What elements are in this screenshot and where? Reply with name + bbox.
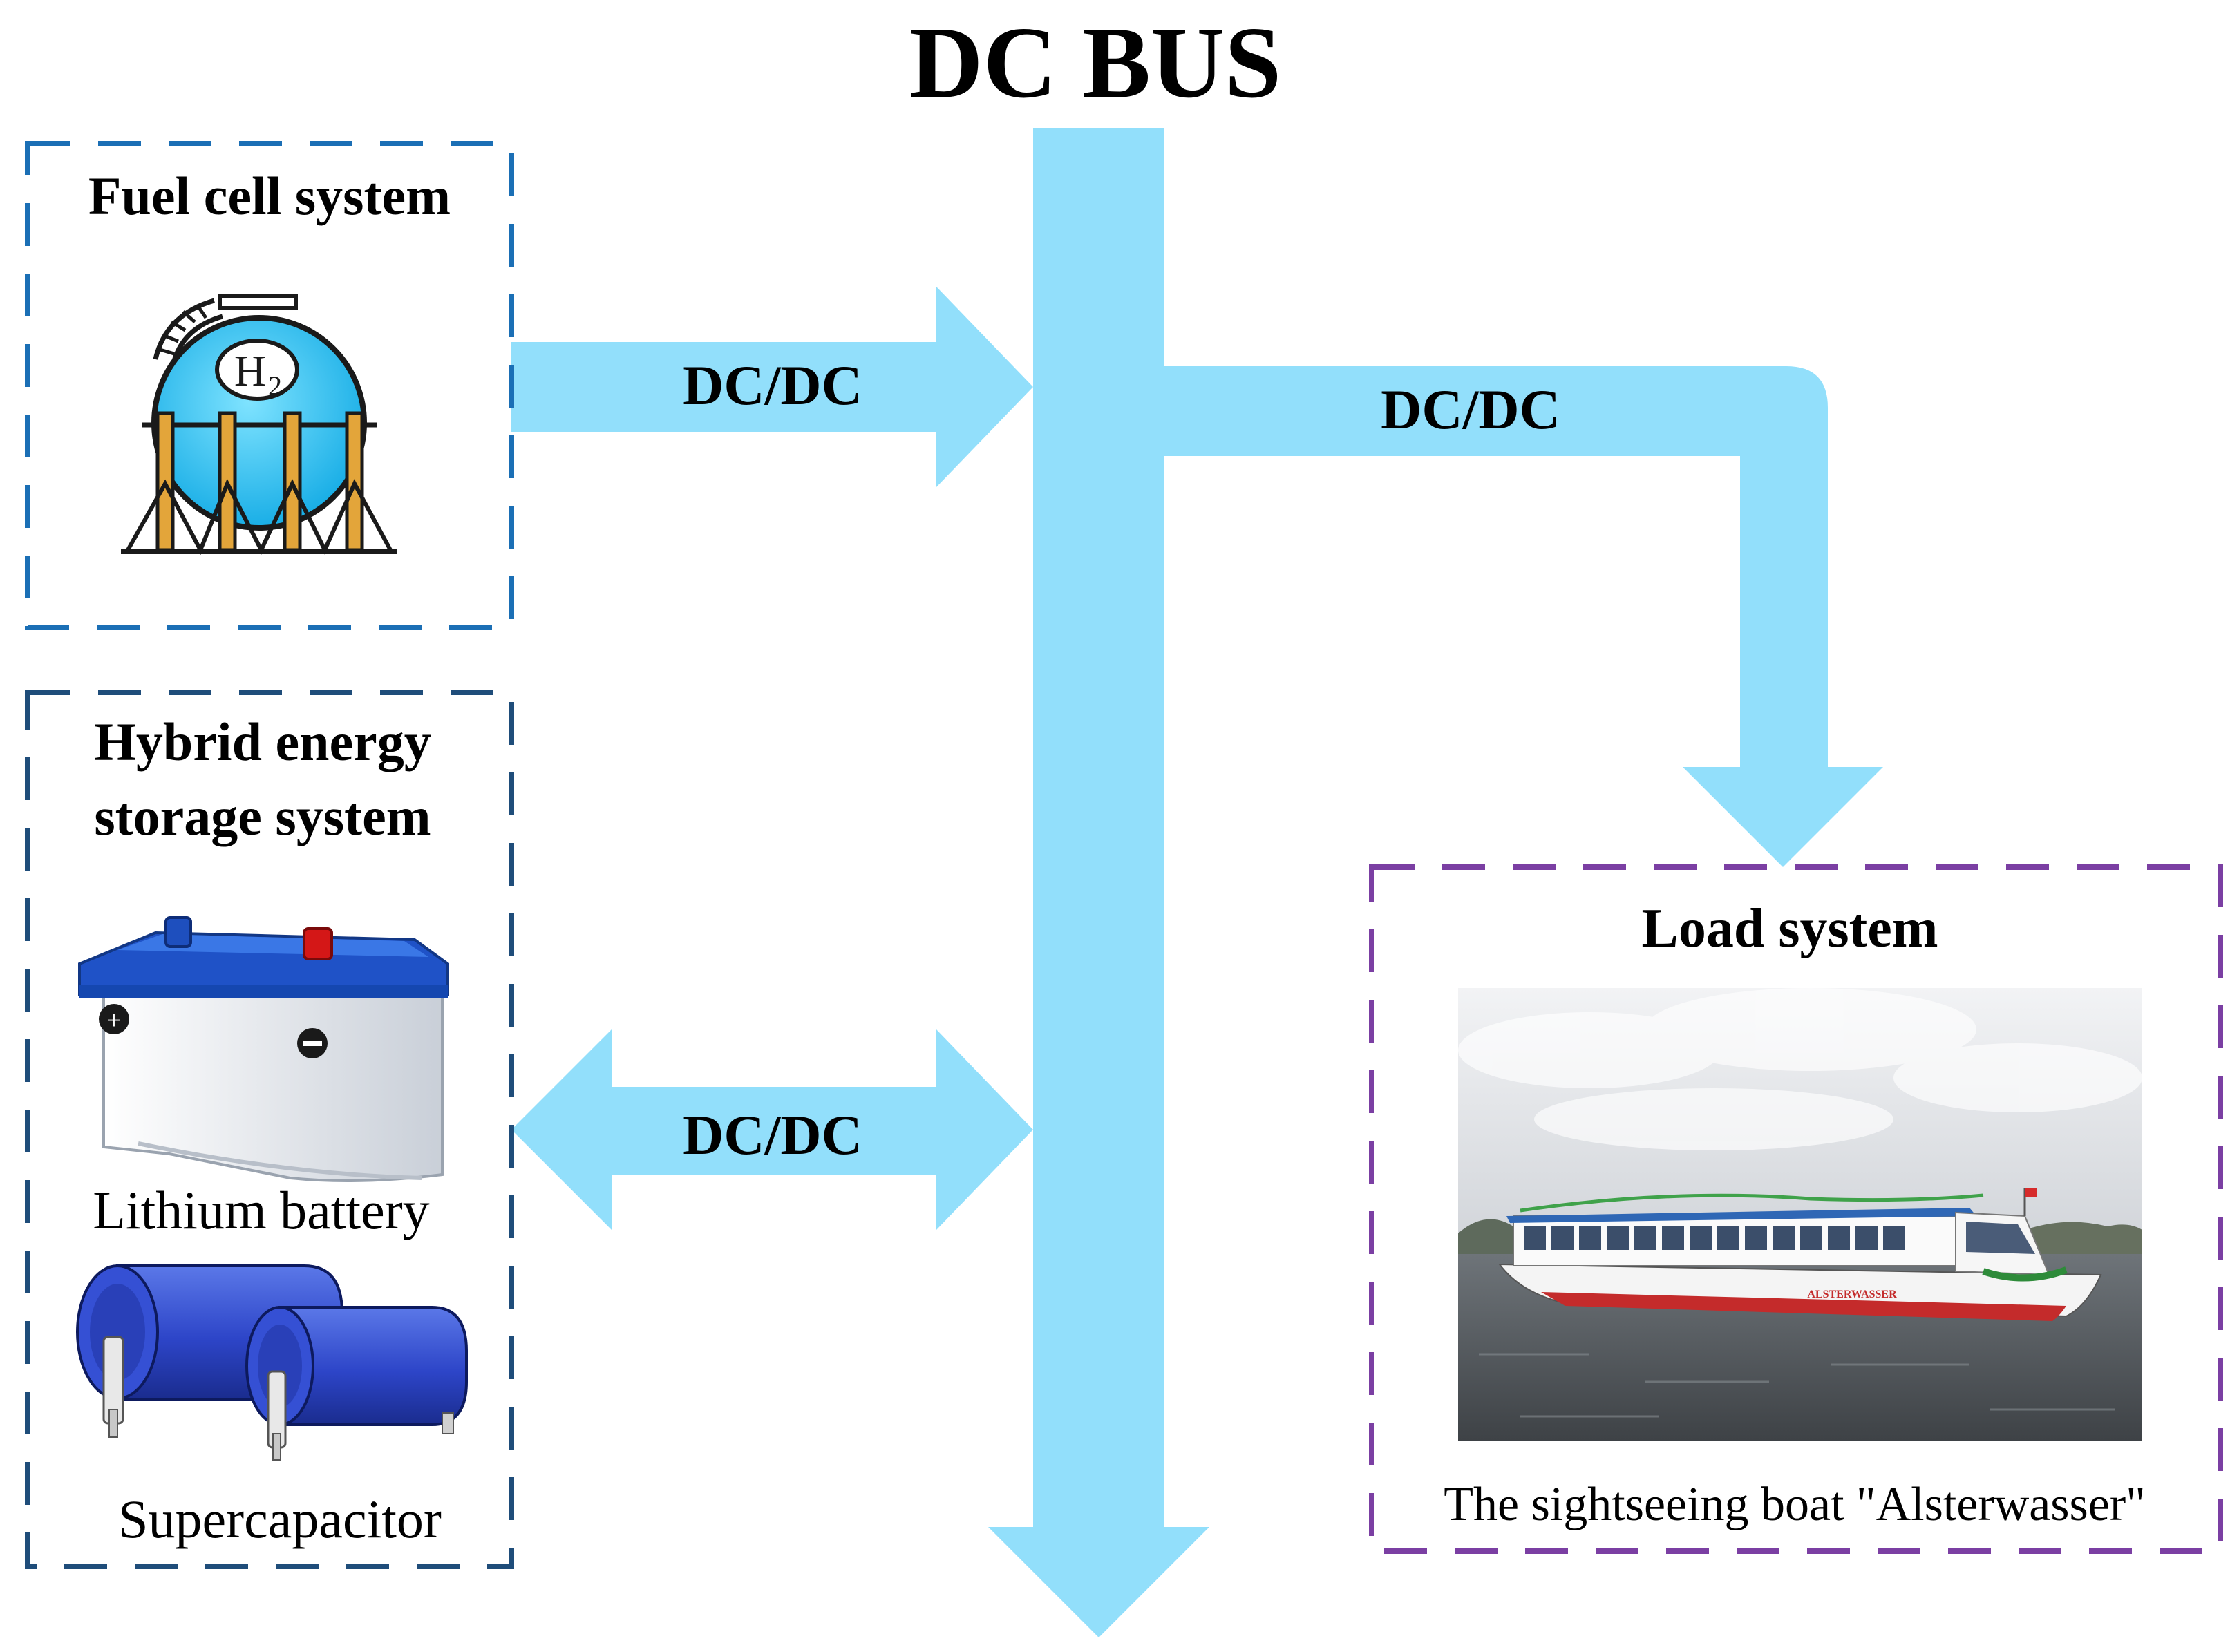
load-title: Load system [1642, 898, 1938, 959]
hess-bus-bidirectional-arrow [511, 1029, 1033, 1230]
load-converter-label: DC/DC [1381, 378, 1560, 441]
battery-label: Lithium battery [93, 1180, 429, 1240]
load-box [1369, 864, 2223, 1554]
fuel-cell-title: Fuel cell system [88, 166, 451, 226]
dc-bus-arrow [988, 128, 1209, 1637]
supercapacitor-icon [76, 1264, 468, 1461]
load-caption: The sightseeing boat "Alsterwasser" [1444, 1478, 2146, 1531]
fuel-to-bus-arrow [511, 287, 1033, 487]
bus-to-load-arrow [1164, 366, 1883, 867]
battery-minus-icon [303, 1041, 322, 1046]
bus-arrows [511, 128, 1883, 1637]
supercapacitor-label: Supercapacitor [118, 1489, 442, 1549]
hess-title-line2: storage system [94, 786, 431, 846]
fuel-cell-box [25, 141, 514, 630]
load-system: Load system [1369, 864, 2223, 1554]
car-battery-icon: + [78, 916, 449, 1182]
hull-text: ALSTERWASSER [1807, 1289, 1897, 1300]
tank-label: H [234, 346, 266, 395]
boat-photo: ALSTERWASSER [1458, 988, 2142, 1441]
hybrid-energy-storage-system: Hybrid energy storage system + Lithium b… [25, 690, 514, 1569]
hydrogen-tank-icon: H 2 [121, 294, 397, 556]
bus-title: DC BUS [909, 6, 1282, 120]
fuel-cell-system: Fuel cell system H 2 [25, 141, 514, 630]
hess-title-line1: Hybrid energy [94, 712, 431, 772]
battery-plus-icon: + [106, 1006, 121, 1035]
tank-subscript: 2 [268, 370, 282, 401]
hess-converter-label: DC/DC [683, 1103, 862, 1166]
hess-box [25, 690, 514, 1569]
fuel-converter-label: DC/DC [683, 354, 862, 417]
